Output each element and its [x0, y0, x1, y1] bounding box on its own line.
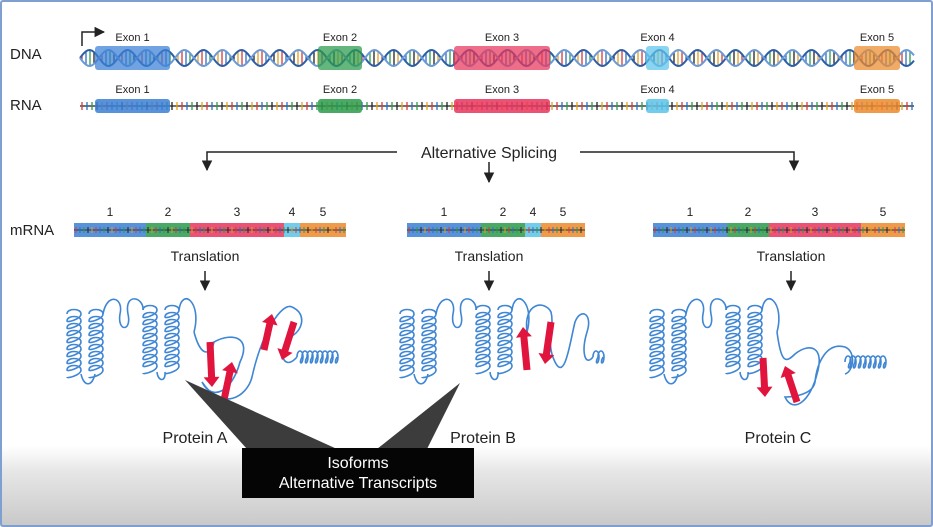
- protein-b-structure: [399, 298, 605, 385]
- alpha-helix: [88, 308, 104, 379]
- protein-loop: [525, 304, 594, 369]
- c-terminal-helix: [296, 350, 339, 364]
- exon-number: 1: [107, 205, 114, 219]
- alpha-helix: [66, 308, 82, 379]
- alpha-helix: [649, 308, 665, 379]
- beta-sheet-arrow: [203, 341, 220, 387]
- beta-sheet-arrow: [516, 327, 532, 371]
- exon-block: [454, 99, 550, 113]
- alpha-helix: [725, 304, 741, 375]
- exon-label: Exon 2: [323, 84, 357, 96]
- protein-c-structure: [649, 298, 887, 406]
- translation-label: Translation: [757, 248, 826, 264]
- exon-number: 5: [880, 205, 887, 219]
- callout-line-2: Alternative Transcripts: [278, 475, 438, 492]
- protein-label: Protein C: [745, 430, 812, 447]
- alternative-splicing-label: Alternative Splicing: [421, 145, 557, 162]
- alpha-helix: [142, 304, 158, 375]
- alpha-helix: [497, 304, 513, 375]
- exon-label: Exon 3: [485, 32, 519, 44]
- exon-number: 1: [687, 205, 694, 219]
- beta-sheet-arrow: [780, 366, 801, 404]
- exon-label: Exon 5: [860, 84, 894, 96]
- exon-block: [646, 46, 669, 70]
- beta-sheet-arrow: [538, 321, 555, 364]
- callout-pointer-protein-a: [185, 380, 337, 449]
- exon-number: 2: [165, 205, 172, 219]
- protein-loop: [413, 298, 530, 385]
- beta-sheet-arrow: [756, 357, 773, 397]
- transcription-start-arrow: [81, 26, 106, 46]
- dna-label: DNA: [10, 46, 42, 63]
- exon-number: 4: [289, 205, 296, 219]
- protein-loop: [80, 298, 197, 385]
- mrna-transcript: 1 2 4 5: [407, 205, 585, 237]
- alpha-helix: [475, 304, 491, 375]
- exon-block: [95, 99, 170, 113]
- protein-loop: [663, 298, 780, 385]
- isoforms-callout: Isoforms Alternative Transcripts: [242, 448, 474, 498]
- exon-number: 1: [441, 205, 448, 219]
- alpha-helix: [671, 308, 687, 379]
- splice-arrow-right: [580, 151, 800, 172]
- dna-exons: Exon 1 Exon 2 Exon 3 Exon 4 Exon 5: [95, 32, 900, 70]
- transcript-c: 1 2 3 5 Translation Protein C: [649, 205, 905, 447]
- exon-block: [454, 46, 550, 70]
- exon-label: Exon 2: [323, 32, 357, 44]
- exon-label: Exon 1: [115, 84, 149, 96]
- exon-label: Exon 3: [485, 84, 519, 96]
- alpha-helix: [399, 308, 415, 379]
- protein-label: Protein B: [450, 430, 516, 447]
- transcript-a: 1 2 3 4 5 Translation Protein A: [66, 205, 346, 447]
- exon-label: Exon 1: [115, 32, 149, 44]
- beta-sheet-arrow: [260, 314, 278, 351]
- protein-a-structure: [66, 298, 339, 401]
- exon-label: Exon 4: [640, 32, 674, 44]
- exon-number: 2: [500, 205, 507, 219]
- exon-label: Exon 5: [860, 32, 894, 44]
- protein-label: Protein A: [163, 430, 228, 447]
- beta-sheet-arrow: [277, 320, 298, 360]
- transcript-b: 1 2 4 5 Translation Protein B: [399, 205, 605, 447]
- splice-arrow-left: [201, 151, 397, 172]
- mrna-transcript: 1 2 3 5: [653, 205, 905, 237]
- mrna-transcript: 1 2 3 4 5: [74, 205, 346, 237]
- rna-exons: Exon 1 Exon 2 Exon 3 Exon 4 Exon 5: [95, 84, 900, 113]
- exon-block: [854, 99, 900, 113]
- alpha-helix: [164, 304, 180, 375]
- callout-pointer-protein-b: [377, 383, 460, 449]
- exon-block: [318, 99, 362, 113]
- c-terminal-helix: [592, 350, 605, 364]
- exon-number: 3: [234, 205, 241, 219]
- exon-block: [318, 46, 362, 70]
- exon-block: [646, 99, 669, 113]
- exon-label: Exon 4: [640, 84, 674, 96]
- c-terminal-helix: [844, 355, 887, 369]
- callout-line-1: Isoforms: [327, 455, 389, 472]
- exon-block: [854, 46, 900, 70]
- mrna-label: mRNA: [10, 222, 54, 239]
- protein-loop: [776, 331, 854, 406]
- translation-label: Translation: [171, 248, 240, 264]
- exon-number: 2: [745, 205, 752, 219]
- exon-number: 5: [560, 205, 567, 219]
- translation-label: Translation: [455, 248, 524, 264]
- exon-number: 5: [320, 205, 327, 219]
- rna-label: RNA: [10, 97, 42, 114]
- exon-number: 3: [812, 205, 819, 219]
- exon-block: [95, 46, 170, 70]
- alpha-helix: [421, 308, 437, 379]
- exon-number: 4: [530, 205, 537, 219]
- beta-sheet-arrow: [220, 362, 238, 401]
